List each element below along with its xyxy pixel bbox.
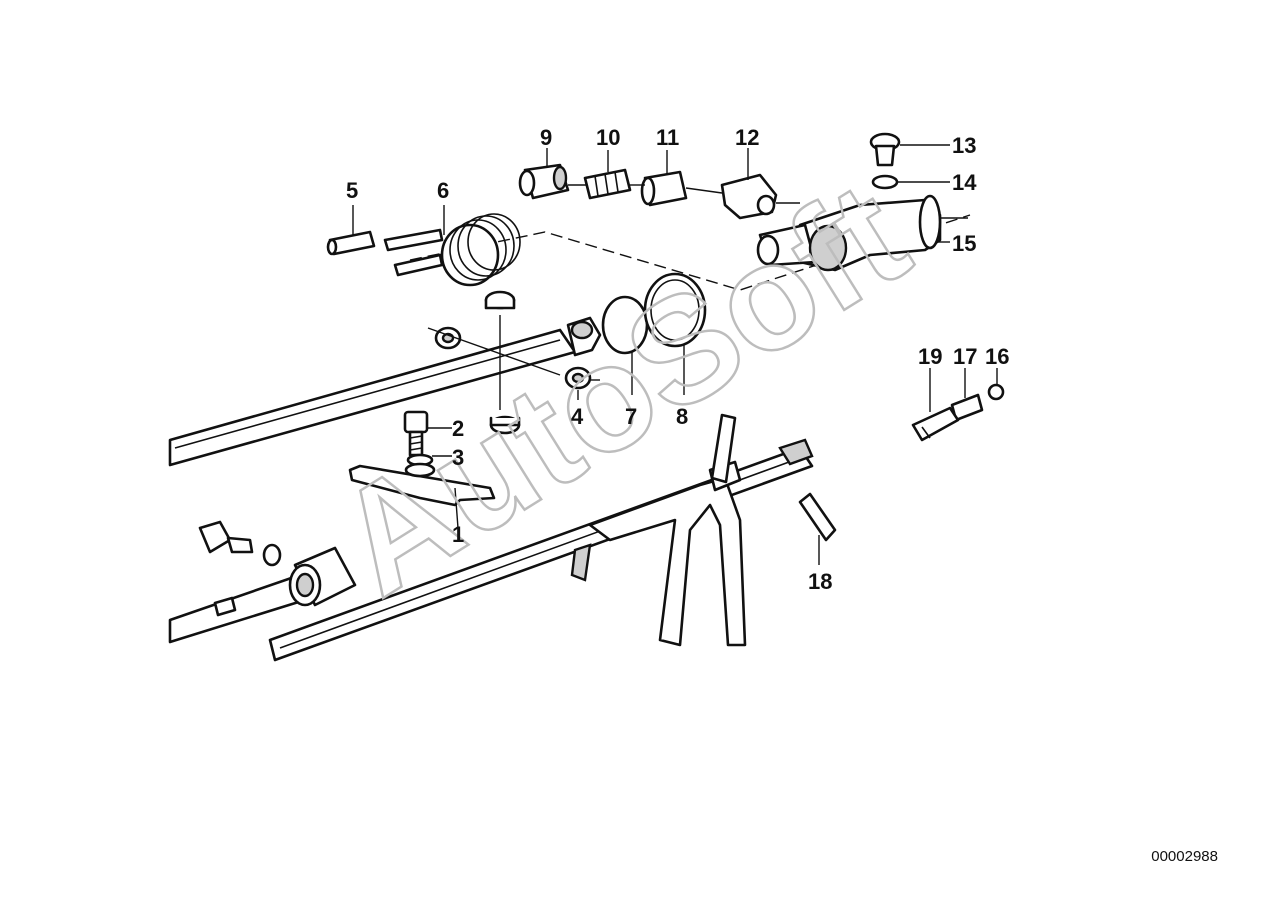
part-1-bracket <box>348 464 496 529</box>
lower-left-bushing <box>288 546 357 607</box>
part-19-plunger <box>911 368 960 442</box>
part-11-sleeve <box>630 150 723 207</box>
callout-13: 13 <box>952 133 976 158</box>
callout-14: 14 <box>952 170 977 195</box>
part-9-fitting <box>518 148 570 200</box>
callout-6: 6 <box>437 178 449 203</box>
lower-left-clip <box>262 543 282 567</box>
callout-15: 15 <box>952 231 976 256</box>
part-4-nut <box>564 366 600 400</box>
callout-9: 9 <box>540 125 552 150</box>
callout-17: 17 <box>953 344 977 369</box>
upper-shift-rod <box>168 316 602 467</box>
selector-lever <box>710 413 737 484</box>
assembly-axis-line <box>409 214 971 291</box>
callout-5: 5 <box>346 178 358 203</box>
part-12-guide <box>720 148 800 220</box>
callout-3: 3 <box>452 445 464 470</box>
document-number: 00002988 <box>1151 848 1218 865</box>
part-17-pin <box>950 368 984 422</box>
part-6-spring <box>383 205 521 287</box>
left-lower-rod <box>168 573 307 644</box>
callout-1: 1 <box>452 522 464 547</box>
part-16-ball <box>987 368 1005 401</box>
retaining-nuts <box>427 290 561 435</box>
part-8-ring <box>643 272 707 395</box>
part-3-washer <box>404 453 452 478</box>
part-13-screw <box>869 132 950 167</box>
callout-8: 8 <box>676 404 688 429</box>
callout-11: 11 <box>656 125 679 150</box>
callout-10: 10 <box>596 125 620 150</box>
part-15-housing <box>756 194 968 272</box>
part-18-key <box>798 492 837 565</box>
callout-2: 2 <box>452 416 464 441</box>
lower-left-bolt <box>198 520 254 554</box>
callout-19: 19 <box>918 344 942 369</box>
callout-7: 7 <box>625 404 637 429</box>
callout-18: 18 <box>808 569 832 594</box>
part-5-pin <box>326 205 376 256</box>
callout-12: 12 <box>735 125 759 150</box>
callout-16: 16 <box>985 344 1009 369</box>
part-10-spring <box>568 150 632 200</box>
callout-4: 4 <box>571 404 584 429</box>
part-14-washer <box>871 174 950 190</box>
